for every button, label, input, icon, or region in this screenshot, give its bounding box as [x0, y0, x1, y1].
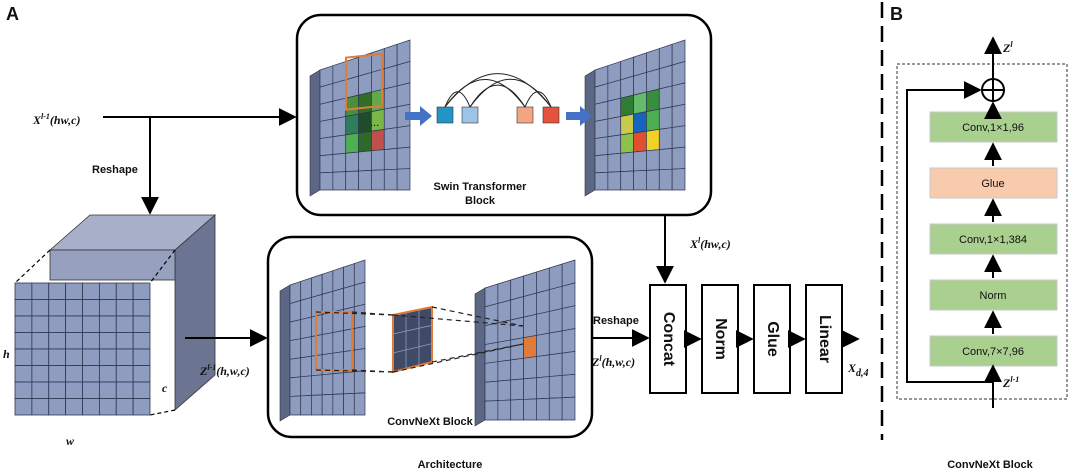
architecture-caption: Architecture: [418, 459, 483, 471]
pipeline-box-norm: [701, 284, 739, 394]
convnext-output-grid: [474, 259, 576, 427]
ellipsis-text: ...: [370, 117, 379, 129]
pipeline-label-linear: Linear: [816, 315, 833, 363]
swin-label-line1: Swin Transformer: [434, 181, 528, 193]
panel-a-label: A: [6, 4, 19, 24]
panel-b-label: B: [890, 4, 903, 24]
layer-box: [929, 223, 1058, 255]
convnext-label: ConvNeXt Block: [387, 416, 473, 428]
swin-token-sequence: [436, 73, 560, 124]
layer-label: Norm: [980, 290, 1007, 302]
swin-output-grid: [584, 39, 686, 197]
convnext-projection-lines: [315, 306, 524, 373]
dim-w-label: w: [66, 434, 75, 448]
dim-c-label: c: [162, 381, 168, 395]
swin-input-grid: [309, 39, 411, 197]
feature-cube: [14, 214, 217, 416]
pipeline-label-glue: Glue: [764, 321, 781, 357]
pipeline-label-norm: Norm: [712, 318, 729, 360]
layer-label: Conv,1×1,384: [959, 234, 1027, 246]
pipeline: Concat Norm Glue Linear: [649, 284, 860, 394]
swin-label-line2: Block: [465, 195, 496, 207]
input-label: Xl-1(hw,c): [32, 112, 80, 127]
dim-h-label: h: [3, 347, 10, 361]
blue-arrow-icon: [405, 106, 432, 126]
reshape-right-label: Reshape: [593, 315, 639, 327]
blue-arrow-icon: [566, 106, 592, 126]
z-l-label: Zl(h,w,c): [591, 354, 635, 369]
convnext-layer-stack: Conv,1×1,96GlueConv,1×1,384NormConv,7×7,…: [929, 101, 1058, 367]
x-l-label: Xl(hw,c): [689, 236, 731, 251]
output-label: Xd,4: [847, 361, 869, 379]
layer-box: [929, 279, 1058, 311]
pipeline-box-glue: [753, 284, 791, 394]
z-in-label: Zl-1(h,w,c): [199, 363, 250, 378]
convnext-block-caption: ConvNeXt Block: [947, 459, 1033, 471]
pipeline-label-concat: Concat: [660, 312, 677, 367]
convnext-input-grid: [279, 259, 366, 422]
layer-label: Conv,1×1,96: [962, 122, 1024, 134]
layer-label: Glue: [981, 178, 1004, 190]
pipeline-box-concat: [649, 284, 687, 394]
b-z-out-label: Zl: [1002, 40, 1013, 55]
b-z-in-label: Zl-1: [1002, 375, 1019, 390]
convnext-detail-frame: [896, 63, 1068, 400]
layer-box: [929, 167, 1058, 199]
layer-label: Conv,7×7,96: [962, 346, 1024, 358]
reshape-top-label: Reshape: [92, 164, 138, 176]
